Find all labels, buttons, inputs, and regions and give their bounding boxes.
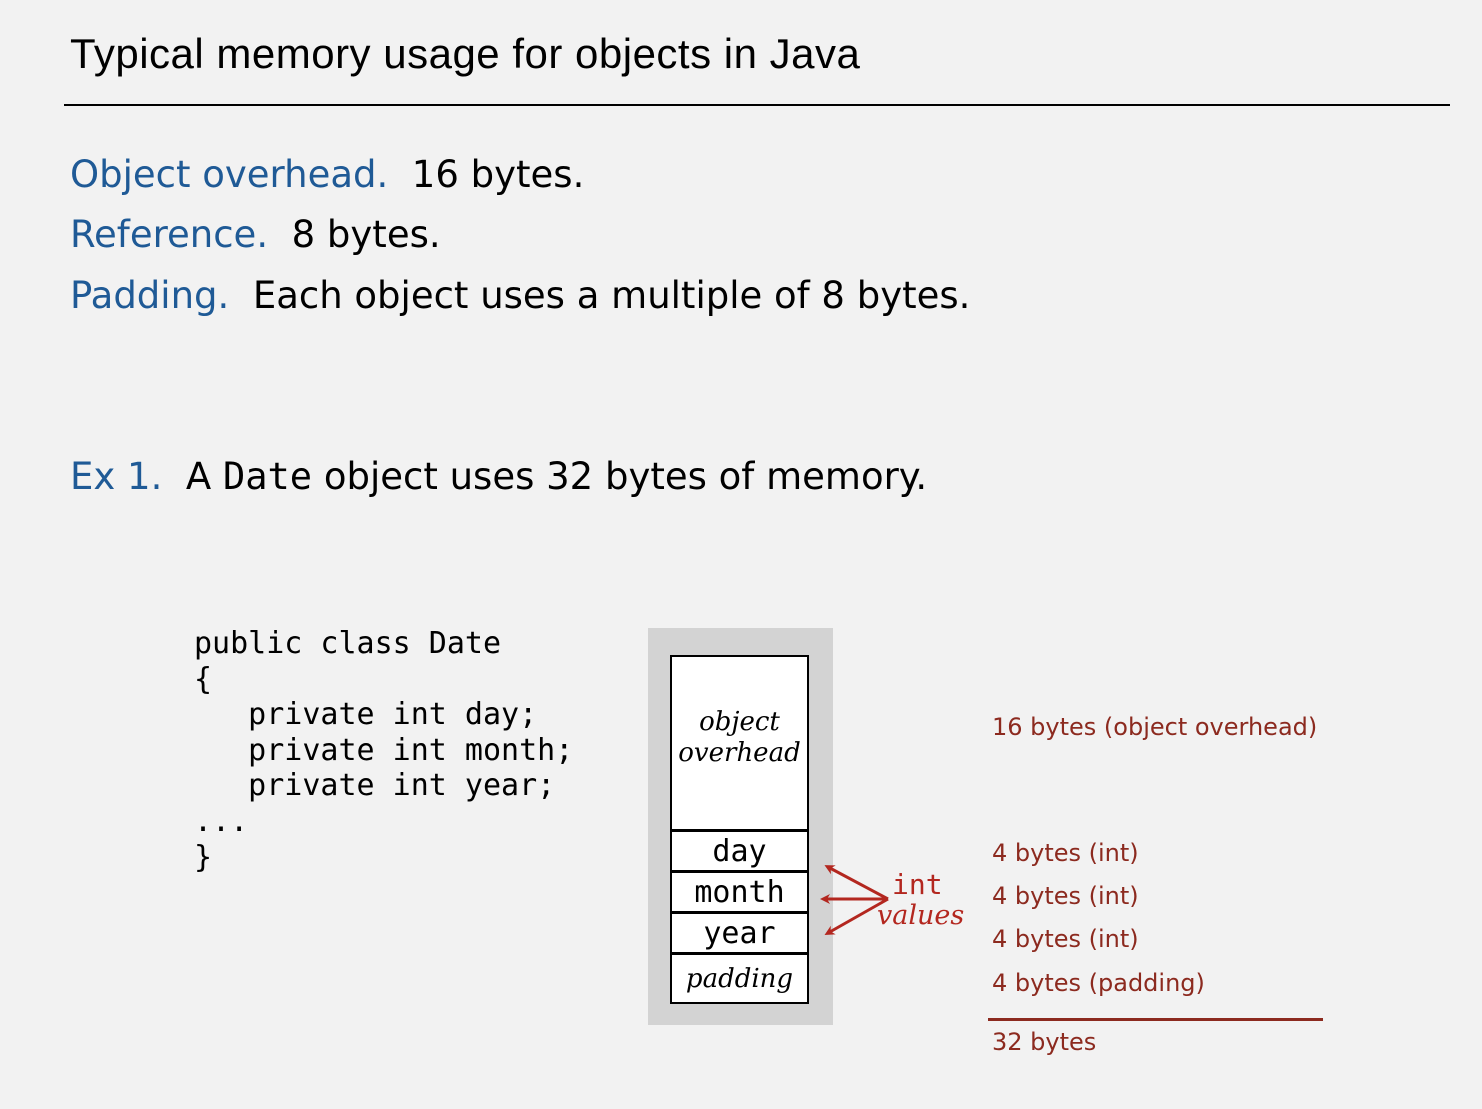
fact-term: Padding. <box>70 274 230 317</box>
page-title: Typical memory usage for objects in Java <box>70 30 861 77</box>
example-pre: A <box>185 455 212 498</box>
arrow-to-day <box>824 865 889 901</box>
memory-cell-month: month <box>672 873 807 914</box>
fact-padding: Padding. Each object uses a multiple of … <box>70 274 970 317</box>
memory-cell-year: year <box>672 914 807 955</box>
bytes-label-total: 32 bytes <box>992 1028 1097 1056</box>
code-block: public class Date{ private int day; priv… <box>194 626 573 875</box>
overhead-label-line1: object <box>699 707 780 737</box>
fact-text: 16 bytes. <box>411 153 585 196</box>
code-line: private int year; <box>194 768 556 804</box>
example-term: Ex 1. <box>70 455 163 498</box>
arrow-to-year <box>824 897 889 935</box>
memory-layout: object overhead day month year padding <box>670 655 809 1004</box>
annotation-values: values <box>877 900 965 931</box>
fact-object-overhead: Object overhead. 16 bytes. <box>70 153 584 196</box>
code-line: public class Date <box>194 626 502 661</box>
bytes-label-padding: 4 bytes (padding) <box>992 969 1205 997</box>
code-line: { <box>194 661 213 697</box>
fact-text: Each object uses a multiple of 8 bytes. <box>252 274 971 317</box>
example-line: Ex 1. A Date object uses 32 bytes of mem… <box>70 455 927 498</box>
fact-text: 8 bytes. <box>291 213 441 256</box>
code-line: ... <box>194 803 249 839</box>
bytes-label-overhead: 16 bytes (object overhead) <box>992 713 1318 741</box>
overhead-label-line2: overhead <box>678 738 801 768</box>
memory-cell-padding: padding <box>685 964 794 994</box>
fact-reference: Reference. 8 bytes. <box>70 213 441 256</box>
fact-term: Object overhead. <box>70 153 389 196</box>
code-line: } <box>194 839 213 875</box>
annotation-int: int <box>892 868 943 901</box>
bytes-label-year: 4 bytes (int) <box>992 925 1139 953</box>
memory-cell-day: day <box>672 832 807 873</box>
bytes-label-day: 4 bytes (int) <box>992 839 1139 867</box>
code-line: private int day; <box>194 697 538 733</box>
example-class-name: Date <box>222 455 313 498</box>
bytes-label-month: 4 bytes (int) <box>992 882 1139 910</box>
title-divider <box>64 104 1450 106</box>
sum-divider <box>988 1018 1323 1021</box>
example-post: object uses 32 bytes of memory. <box>323 455 928 498</box>
code-line: private int month; <box>194 732 574 768</box>
int-values-arrows <box>820 865 889 935</box>
fact-term: Reference. <box>70 213 269 256</box>
memory-cell-overhead: object overhead <box>672 657 807 832</box>
